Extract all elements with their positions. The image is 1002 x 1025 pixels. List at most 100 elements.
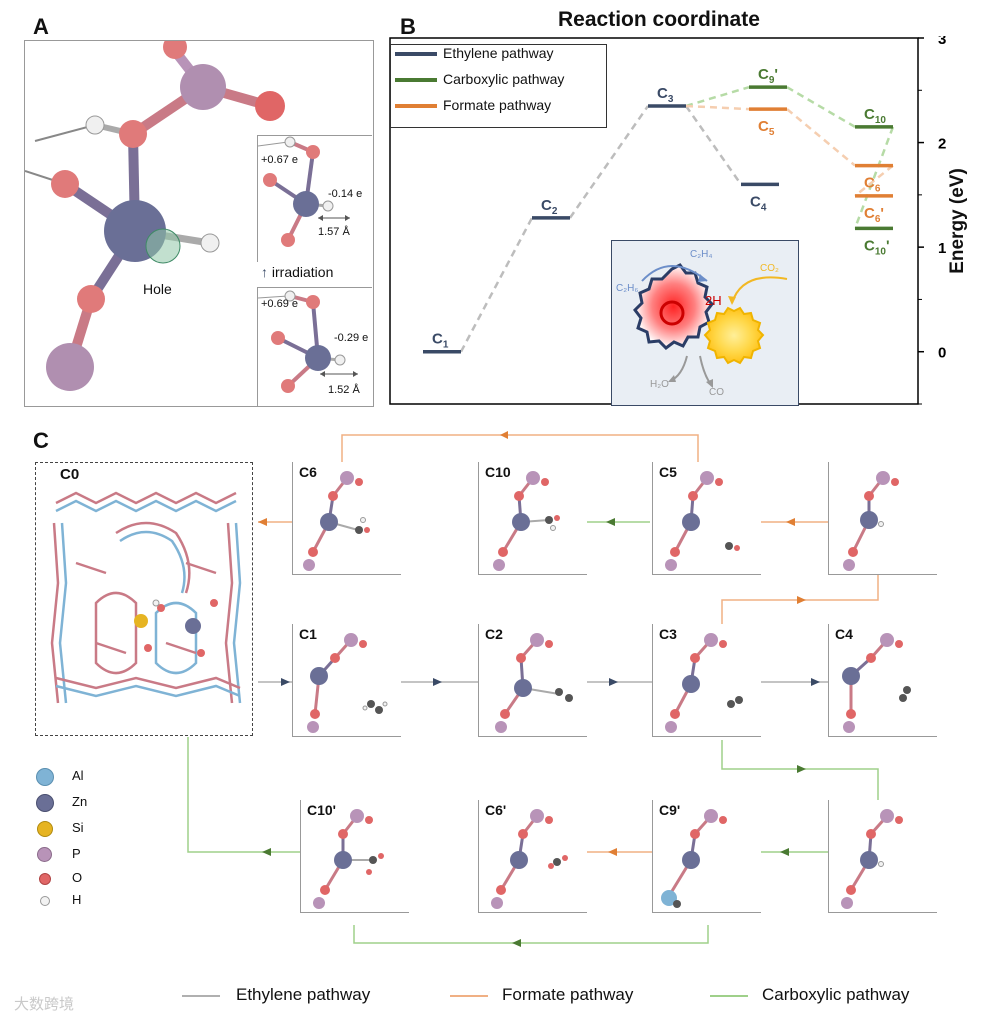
tile-c10-prime: C10' bbox=[300, 800, 409, 913]
inset-co2-label: CO₂ bbox=[760, 263, 779, 274]
panel-a-frame: Hole +0.67 e -0.14 e 1.57 Å ↑ irradiatio… bbox=[24, 40, 374, 407]
framework-c0-label: C0 bbox=[60, 466, 80, 483]
pathway-connectors bbox=[459, 85, 895, 353]
tile-c6-prime-label: C6' bbox=[485, 802, 507, 818]
legend-text-ethylene: Ethylene pathway bbox=[236, 985, 371, 1004]
energy-levels bbox=[423, 85, 893, 354]
tile-carboxylic-intermediate bbox=[828, 800, 937, 913]
irradiation-label: ↑ irradiation bbox=[261, 264, 333, 280]
connector-C3-C5 bbox=[685, 104, 750, 111]
legend-line-formate bbox=[450, 995, 488, 997]
tile-c1-label: C1 bbox=[299, 626, 317, 642]
tile-c10-label: C10 bbox=[485, 464, 511, 480]
tile-c4: C4 bbox=[828, 624, 937, 737]
level-label-C5: C5 bbox=[758, 118, 775, 138]
tile-formate-intermediate bbox=[828, 462, 937, 575]
hole-label: Hole bbox=[143, 281, 172, 297]
connector-C6-C6' bbox=[854, 164, 894, 197]
level-label-C1: C1 bbox=[432, 331, 449, 351]
al-label: Al bbox=[72, 768, 84, 783]
connector-C3-C4 bbox=[684, 105, 743, 186]
tile-c6-structure bbox=[303, 471, 370, 571]
mechanism-inset: C₂H₆ C₂H₄ CO₂ 2H H₂O CO bbox=[611, 240, 799, 406]
framework-c0-structure bbox=[50, 491, 242, 704]
tile-c2-structure bbox=[495, 633, 573, 733]
panel-label-c: C bbox=[33, 428, 49, 453]
legend-text-formate: Formate pathway bbox=[502, 985, 634, 1004]
connector-C2-C3 bbox=[568, 105, 650, 219]
legend-line-carboxylic bbox=[710, 995, 748, 997]
h-swatch bbox=[40, 896, 50, 906]
o-swatch bbox=[39, 873, 51, 885]
zn-label: Zn bbox=[72, 794, 88, 809]
connector-C3-C9' bbox=[685, 85, 750, 108]
tile-c2: C2 bbox=[478, 624, 587, 737]
tile-c9-prime: C9' bbox=[652, 800, 761, 913]
connector-C9'-C10 bbox=[786, 86, 856, 128]
inset-co-label: CO bbox=[709, 387, 724, 398]
tile-c10-prime-structure bbox=[313, 809, 384, 909]
zn-swatch bbox=[36, 794, 54, 812]
al-swatch bbox=[36, 768, 54, 786]
p-label: P bbox=[72, 846, 81, 861]
level-label-C3: C3 bbox=[657, 85, 674, 105]
h-label: H bbox=[72, 892, 82, 907]
tile-c2-label: C2 bbox=[485, 626, 503, 642]
legend-label-carboxylic: Carboxylic pathway bbox=[443, 71, 565, 87]
tile-c1-structure bbox=[307, 633, 388, 733]
inset-2h-label: 2H bbox=[705, 293, 722, 308]
connector-C1-C2 bbox=[459, 217, 534, 353]
panel-a-structure bbox=[25, 41, 285, 391]
legend-text-carboxylic: Carboxylic pathway bbox=[762, 985, 910, 1004]
si-swatch bbox=[37, 821, 53, 837]
level-label-C9': C9' bbox=[758, 66, 778, 86]
chart-title: Reaction coordinate bbox=[558, 8, 760, 31]
element-legend: Al Zn Si P O H bbox=[36, 768, 136, 908]
tile-c4-label: C4 bbox=[835, 626, 853, 642]
panel-label-b: B bbox=[400, 14, 416, 39]
inset-c2h6-label: C₂H₆ bbox=[616, 283, 639, 294]
charge-zn-before: -0.14 e bbox=[328, 188, 363, 200]
tile-c9-prime-label: C9' bbox=[659, 802, 681, 818]
charge-h-after: +0.69 e bbox=[261, 298, 299, 310]
inset-after-structure bbox=[257, 290, 358, 393]
tile-carboxylic-intermediate-structure bbox=[841, 809, 903, 909]
pathway-legend: Ethylene pathway Formate pathway Carboxy… bbox=[182, 985, 982, 1009]
tile-formate-intermediate-structure bbox=[843, 471, 899, 571]
tile-c6-label: C6 bbox=[299, 464, 317, 480]
legend-swatch-formate bbox=[395, 104, 437, 108]
legend-label-formate: Formate pathway bbox=[443, 97, 552, 113]
inset-before-irradiation: +0.67 e -0.14 e 1.57 Å bbox=[257, 135, 372, 262]
y-tick-label-3: 3 bbox=[938, 36, 946, 48]
mechanism-inset-art bbox=[633, 263, 788, 388]
distance-after: 1.52 Å bbox=[328, 384, 360, 396]
framework-c0-box bbox=[35, 462, 253, 736]
watermark: 大数跨境 bbox=[14, 996, 75, 1013]
tile-c3-label: C3 bbox=[659, 626, 677, 642]
pathway-arrows bbox=[187, 431, 879, 947]
tile-c1: C1 bbox=[292, 624, 401, 737]
tile-c5: C5 bbox=[652, 462, 761, 575]
tile-c5-label: C5 bbox=[659, 464, 677, 480]
tile-c10-prime-label: C10' bbox=[307, 802, 337, 818]
inset-h2o-label: H₂O bbox=[650, 379, 669, 390]
inset-c2h4-label: C₂H₄ bbox=[690, 249, 713, 260]
connector-C10-C10' bbox=[853, 126, 895, 229]
tile-c3: C3 bbox=[652, 624, 761, 737]
legend-line-ethylene bbox=[182, 995, 220, 997]
p-swatch bbox=[37, 847, 52, 862]
y-tick-label-2: 2 bbox=[938, 136, 946, 153]
tile-c3-structure bbox=[665, 633, 743, 733]
tile-c4-structure bbox=[842, 633, 911, 733]
legend-swatch-ethylene bbox=[395, 52, 437, 56]
tile-c6: C6 bbox=[292, 462, 401, 575]
inset-before-structure bbox=[257, 136, 350, 247]
legend-swatch-carboxylic bbox=[395, 78, 437, 82]
charge-zn-after: -0.29 e bbox=[334, 332, 369, 344]
tile-c10: C10 bbox=[478, 462, 587, 575]
level-label-C4: C4 bbox=[750, 193, 767, 213]
chart-legend: Ethylene pathway Carboxylic pathway Form… bbox=[390, 44, 607, 128]
level-label-C2: C2 bbox=[541, 197, 558, 217]
